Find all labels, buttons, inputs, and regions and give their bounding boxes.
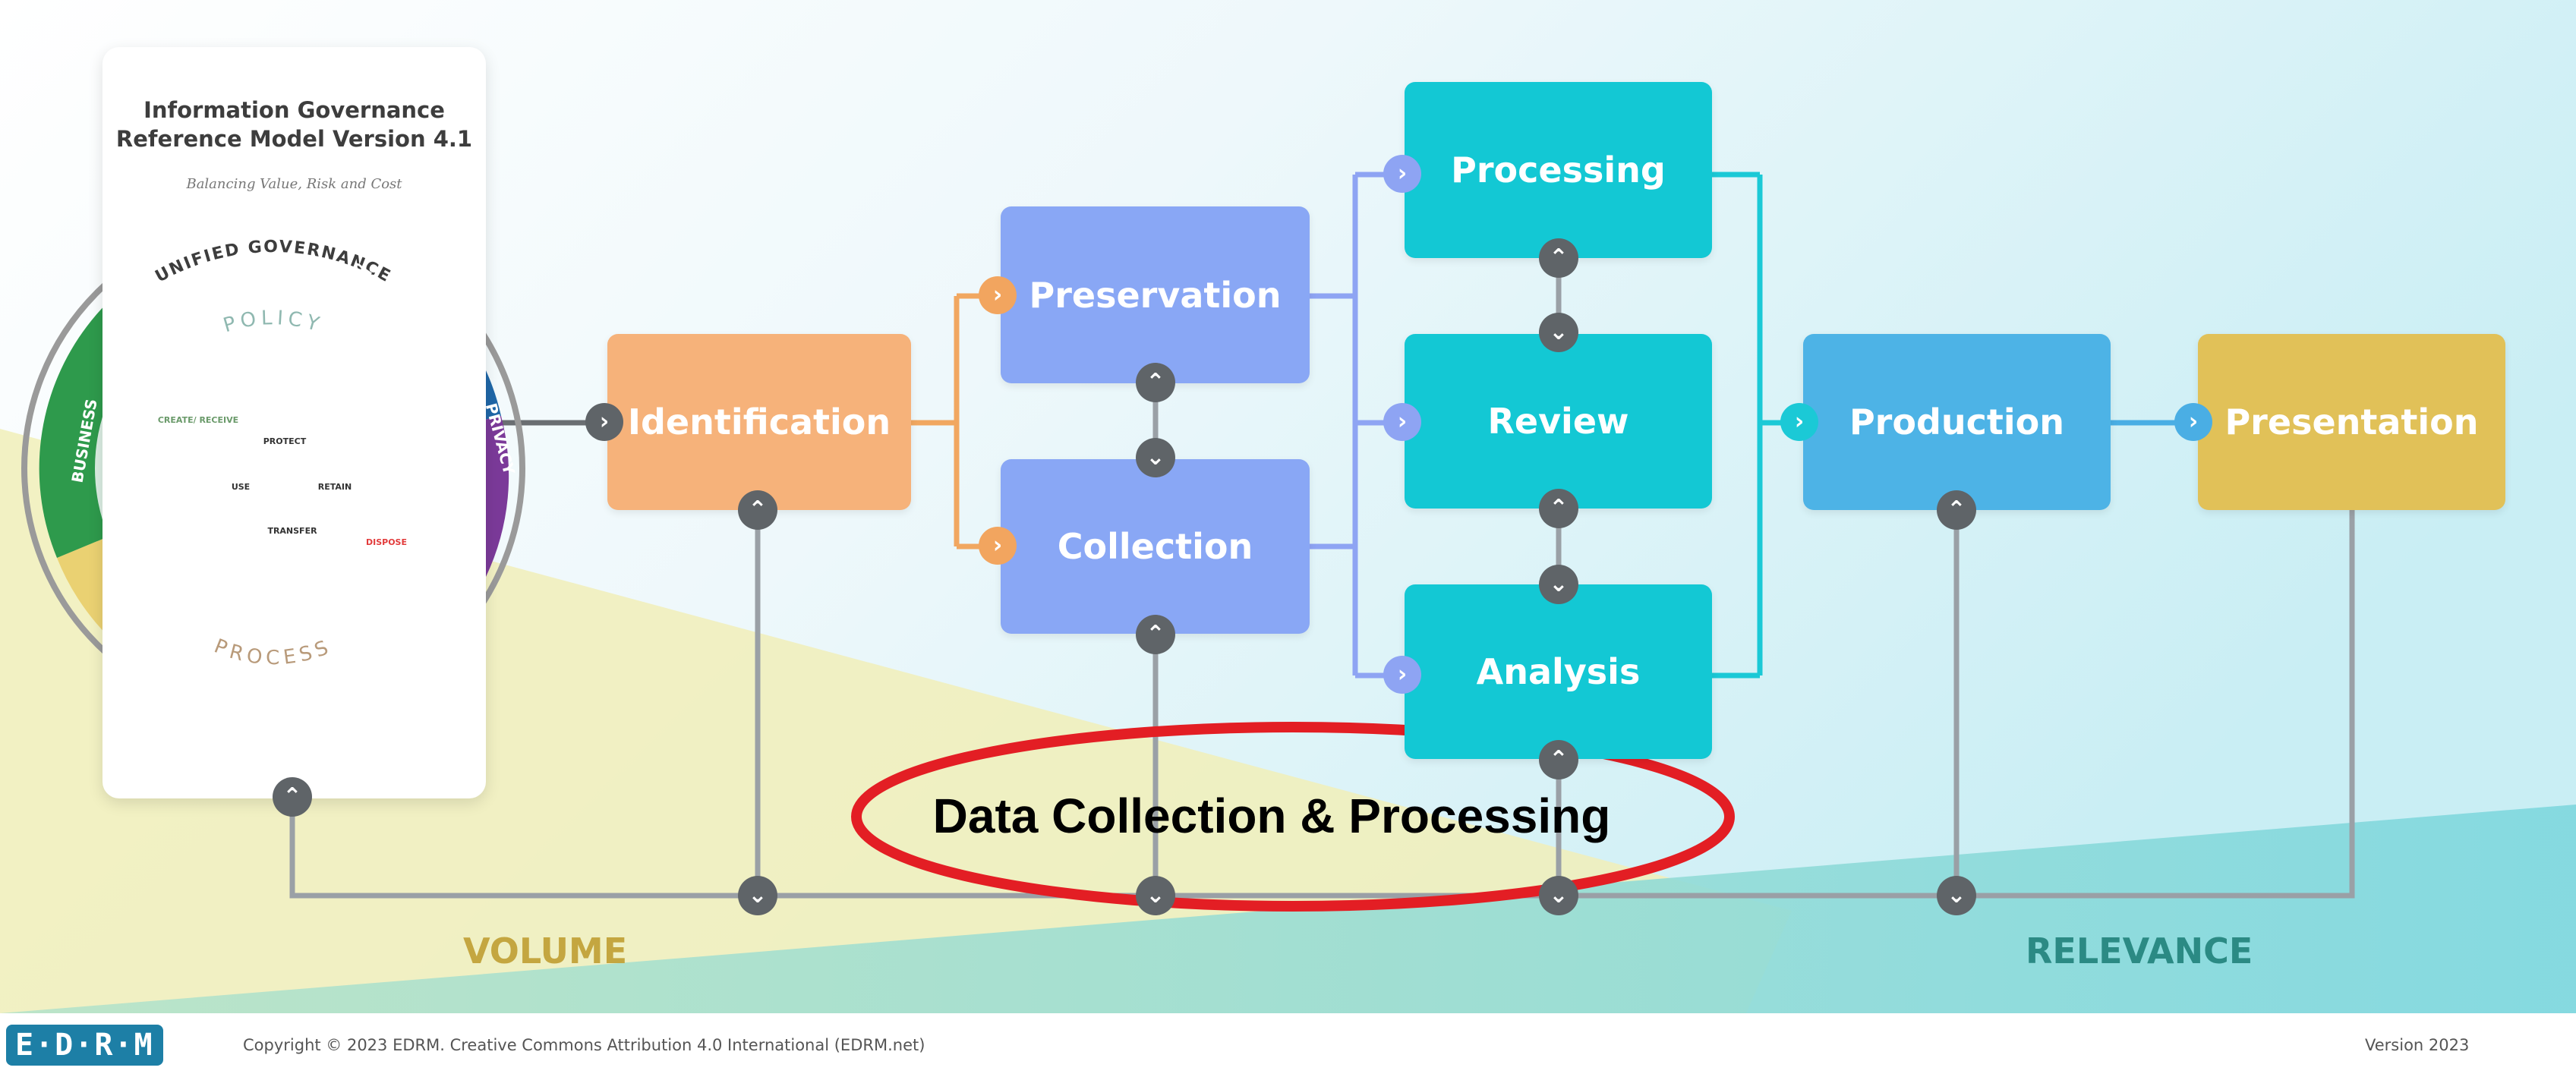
presentation-box: Presentation — [2198, 334, 2505, 510]
lifecycle-transfer: TRANSFER — [267, 526, 317, 536]
analysis-label: Analysis — [1476, 651, 1641, 692]
chevron-up-icon[interactable]: ⌃ — [1136, 615, 1175, 654]
collection-label: Collection — [1057, 526, 1253, 567]
processing-label: Processing — [1451, 150, 1666, 191]
segment-it: IT — [189, 278, 213, 302]
igrm-title-line1: Information Governance — [143, 97, 445, 123]
chevron-up-icon[interactable]: ⌃ — [1539, 238, 1578, 278]
chevron-right-icon[interactable]: › — [1780, 403, 1818, 441]
chevron-down-icon[interactable]: ⌄ — [1136, 438, 1175, 477]
processing-box: Processing — [1405, 82, 1712, 258]
lifecycle-create: CREATE/ RECEIVE — [158, 415, 238, 425]
review-box: Review — [1405, 334, 1712, 509]
chevron-down-icon[interactable]: ⌄ — [1539, 565, 1578, 604]
chevron-down-icon[interactable]: ⌄ — [738, 876, 777, 915]
chevron-down-icon[interactable]: ⌄ — [1136, 876, 1175, 915]
preservation-box: Preservation — [1001, 206, 1310, 383]
copyright-text: Copyright © 2023 EDRM. Creative Commons … — [243, 1036, 925, 1054]
lifecycle-retain: RETAIN — [318, 482, 352, 492]
chevron-right-icon[interactable]: › — [1383, 403, 1421, 441]
chevron-right-icon[interactable]: › — [979, 527, 1017, 565]
identification-box: Identification — [607, 334, 911, 510]
segment-rim: RIM — [106, 631, 143, 666]
chevron-up-icon[interactable]: ⌃ — [1539, 740, 1578, 779]
segment-business: BUSINESS — [68, 398, 101, 484]
lifecycle-use: USE — [232, 482, 250, 492]
version-text: Version 2023 — [2365, 1036, 2470, 1054]
chevron-right-icon[interactable]: › — [585, 403, 623, 441]
chevron-up-icon[interactable]: ⌃ — [1937, 490, 1976, 530]
analysis-box: Analysis — [1405, 584, 1712, 759]
callout-text: Data Collection & Processing — [932, 789, 1611, 843]
policy-label: POLICY — [221, 307, 321, 337]
chevron-up-icon[interactable]: ⌃ — [1136, 363, 1175, 402]
chevron-up-icon[interactable]: ⌃ — [273, 777, 312, 817]
production-label: Production — [1849, 402, 2065, 442]
chevron-right-icon[interactable]: › — [979, 276, 1017, 314]
segment-privacy: PRIVACY — [482, 402, 519, 477]
review-label: Review — [1487, 401, 1629, 442]
svg-text:POLICY: POLICY — [221, 307, 326, 337]
chevron-down-icon[interactable]: ⌄ — [1539, 313, 1578, 352]
production-box: Production — [1803, 334, 2111, 510]
segment-risk: RISK — [432, 597, 471, 641]
volume-label: VOLUME — [463, 931, 628, 972]
chevron-up-icon[interactable]: ⌃ — [738, 490, 777, 530]
edrm-logo[interactable]: E·D·R·M — [6, 1025, 163, 1066]
chevron-up-icon[interactable]: ⌃ — [1539, 489, 1578, 528]
footer — [0, 1013, 2576, 1077]
svg-text:PROCESS: PROCESS — [211, 635, 336, 670]
callout-ellipse — [851, 722, 1735, 912]
relevance-label: RELEVANCE — [2026, 931, 2253, 972]
collection-box: Collection — [1001, 459, 1310, 634]
identification-label: Identification — [627, 402, 891, 442]
lifecycle-dispose: DISPOSE — [366, 537, 407, 547]
presentation-label: Presentation — [2224, 402, 2479, 442]
feedback-loop — [289, 510, 2355, 899]
segment-legal: LEGAL — [265, 690, 319, 708]
chevron-right-icon[interactable]: › — [1383, 656, 1421, 694]
chevron-right-icon[interactable]: › — [2174, 403, 2212, 441]
igrm-title-line2: Reference Model Version 4.1 — [115, 126, 473, 152]
igrm-card — [102, 47, 486, 798]
chevron-down-icon[interactable]: ⌄ — [1539, 876, 1578, 915]
igrm-subtitle: Balancing Value, Risk and Cost — [186, 176, 402, 192]
lifecycle-protect: PROTECT — [263, 436, 307, 446]
preservation-label: Preservation — [1029, 274, 1282, 316]
edrm-logo-wrap: E·D·R·M — [6, 1013, 163, 1077]
chevron-down-icon[interactable]: ⌄ — [1937, 876, 1976, 915]
process-label: PROCESS — [211, 635, 331, 670]
chevron-right-icon[interactable]: › — [1383, 155, 1421, 193]
